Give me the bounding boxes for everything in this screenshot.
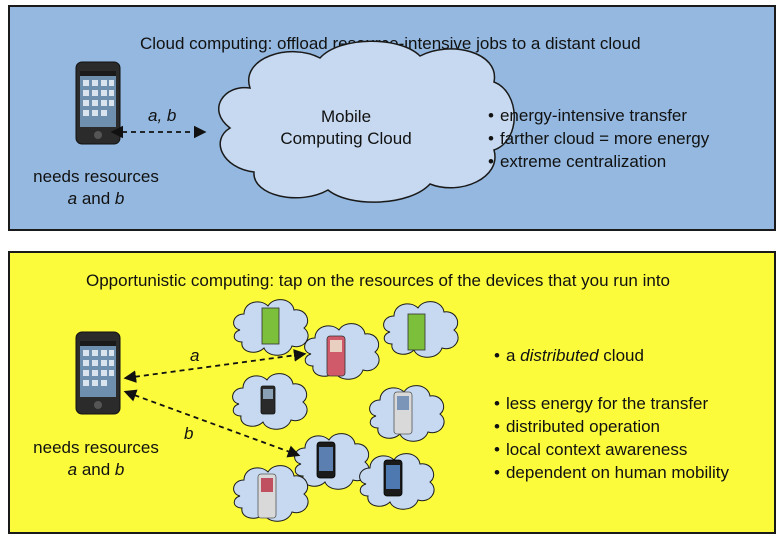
android-phone-icon — [75, 331, 121, 415]
neighbor-cloud-1 — [233, 299, 309, 356]
opportunistic-computing-title: Opportunistic computing: tap on the reso… — [86, 271, 671, 290]
mobile-computing-cloud-shape — [218, 40, 515, 203]
bullet-item: farther cloud = more energy — [488, 127, 709, 150]
neighbor-cloud-7 — [359, 453, 435, 510]
bullet-item: less energy for the transfer — [494, 392, 729, 415]
arrow-b — [123, 389, 301, 458]
green-phone-icon — [407, 313, 426, 351]
bullet-item: distributed operation — [494, 415, 729, 438]
bullet-item: extreme centralization — [488, 150, 709, 173]
bullet-item: local context awareness — [494, 438, 729, 461]
neighbor-cloud-8 — [233, 465, 309, 522]
cloud-computing-bullets: energy-intensive transfer farther cloud … — [488, 104, 709, 173]
device-caption: needs resources a and b — [33, 438, 159, 479]
bullet-item: dependent on human mobility — [494, 461, 729, 484]
bullet-item: a distributed cloud — [494, 344, 644, 367]
neighbor-cloud-4 — [232, 373, 308, 430]
bullet-item: energy-intensive transfer — [488, 104, 709, 127]
neighbor-cloud-3 — [383, 301, 459, 358]
green-phone-icon — [261, 307, 280, 345]
device-caption: needs resources a and b — [33, 167, 159, 208]
arrow-label-b: b — [184, 424, 194, 443]
neighbor-cloud-2 — [304, 323, 380, 380]
arrow-label-a: a — [190, 346, 200, 365]
neighbor-cloud-6 — [294, 433, 370, 490]
neighbor-cloud-5 — [369, 385, 445, 442]
arrow-a — [123, 349, 307, 383]
cloud-label: Mobile Computing Cloud — [280, 107, 412, 148]
arrow-label-ab: a, b — [148, 106, 177, 125]
opportunistic-bullets-header: a distributed cloud — [494, 344, 644, 367]
opportunistic-bullets: less energy for the transfer distributed… — [494, 392, 729, 484]
